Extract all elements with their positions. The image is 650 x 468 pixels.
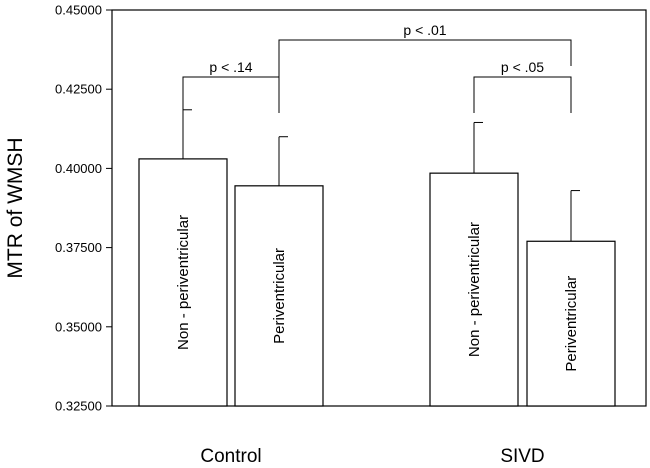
y-tick-label: 0.45000 xyxy=(55,3,102,18)
y-tick-label: 0.42500 xyxy=(55,82,102,97)
bar xyxy=(234,185,324,407)
x-group-label: Control xyxy=(200,446,261,467)
plot-frame xyxy=(111,9,647,407)
y-tick-label: 0.37500 xyxy=(55,240,102,255)
bar-label: Non - periventricular xyxy=(175,215,192,350)
significance-label: p < .05 xyxy=(501,59,544,75)
bar xyxy=(429,172,519,407)
significance-label: p < .01 xyxy=(403,22,446,38)
y-tick-label: 0.40000 xyxy=(55,161,102,176)
y-axis: 0.32500 0.35000 0.37500 0.40000 0.42500 0.450… xyxy=(55,3,112,414)
bars: Non - periventricular Periventricular Non … xyxy=(138,158,616,407)
bar-label: Periventricular xyxy=(271,248,288,344)
significance-bracket xyxy=(473,76,572,113)
bar-label: Non - periventricular xyxy=(466,222,483,357)
significance-label: p < .14 xyxy=(209,59,252,75)
significance-brackets: p < .14 p < .05 p < .01 xyxy=(182,22,572,113)
bar-label: Periventricular xyxy=(563,276,580,372)
error-bars xyxy=(182,109,580,242)
significance-bracket xyxy=(182,76,280,113)
y-tick-label: 0.35000 xyxy=(55,319,102,334)
x-group-label: SIVD xyxy=(500,446,544,467)
bar xyxy=(526,240,616,407)
x-axis-group-labels: Control SIVD xyxy=(200,446,544,467)
significance-bracket xyxy=(278,39,572,81)
y-axis-label: MTR of WMSH xyxy=(4,137,27,278)
y-tick-label: 0.32500 xyxy=(55,399,102,414)
